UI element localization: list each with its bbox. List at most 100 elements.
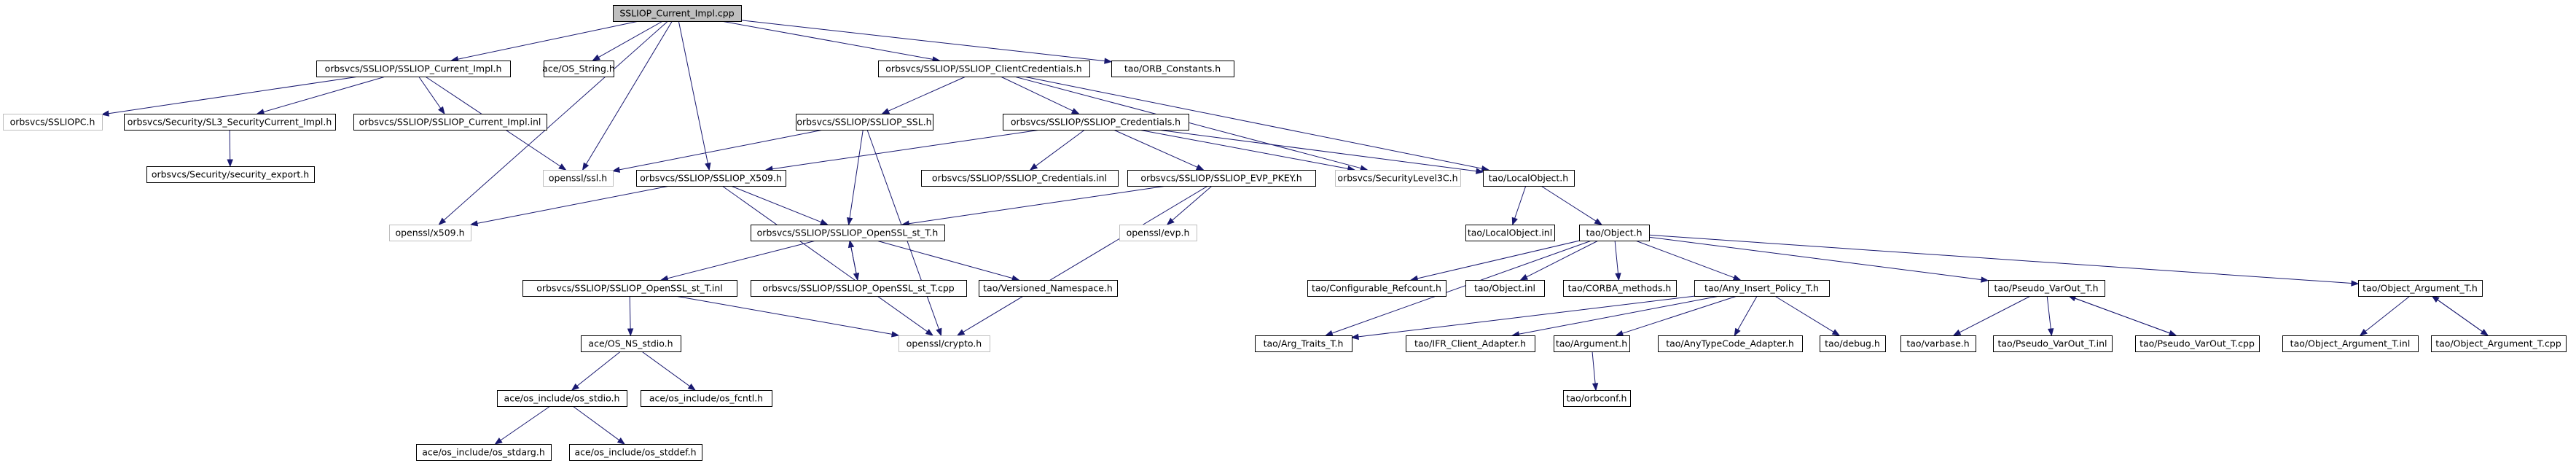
node-pseudo-varout-h[interactable]: tao/Pseudo_VarOut_T.h bbox=[1988, 280, 2105, 297]
node-box bbox=[613, 5, 742, 22]
node-obj-arg-inl[interactable]: tao/Object_Argument_T.inl bbox=[2282, 335, 2419, 352]
node-box bbox=[1554, 335, 1630, 352]
edge-cur_impl_h-to-ssliopc bbox=[101, 76, 359, 117]
node-orb-const[interactable]: tao/ORB_Constants.h bbox=[1111, 61, 1234, 77]
node-box bbox=[979, 280, 1118, 297]
edge-object_h-to-corba_methods bbox=[1614, 240, 1621, 281]
node-label: ace/OS_NS_stdio.h bbox=[588, 338, 673, 349]
node-conf-refcount[interactable]: tao/Configurable_Refcount.h bbox=[1307, 280, 1446, 297]
node-local-obj-inl[interactable]: tao/LocalObject.inl bbox=[1465, 225, 1555, 241]
node-argument-h[interactable]: tao/Argument.h bbox=[1554, 335, 1630, 352]
arrowhead bbox=[687, 384, 696, 391]
arrowhead bbox=[592, 54, 600, 61]
node-ifr-client[interactable]: tao/IFR_Client_Adapter.h bbox=[1406, 335, 1535, 352]
node-object-h[interactable]: tao/Object.h bbox=[1579, 225, 1650, 241]
edge-ssl_h-to-openssl_st_h bbox=[846, 129, 864, 226]
node-cred-h[interactable]: orbsvcs/SSLIOP/SSLIOP_Credentials.h bbox=[1003, 114, 1189, 131]
node-obj-arg-cpp[interactable]: tao/Object_Argument_T.cpp bbox=[2431, 335, 2567, 352]
edge-ace_ns_stdio-to-ace_os_stdio bbox=[571, 351, 621, 391]
arrowhead bbox=[890, 331, 900, 338]
arrowhead bbox=[925, 329, 934, 336]
arrowhead bbox=[820, 219, 829, 225]
node-sec-export[interactable]: orbsvcs/Security/security_export.h bbox=[146, 166, 315, 183]
node-sl3[interactable]: orbsvcs/Security/SL3_SecurityCurrent_Imp… bbox=[124, 114, 336, 131]
node-openssl-st-cpp[interactable]: orbsvcs/SSLIOP/SSLIOP_OpenSSL_st_T.cpp bbox=[751, 280, 967, 297]
node-obj-arg-h[interactable]: tao/Object_Argument_T.h bbox=[2358, 280, 2483, 297]
arrowhead bbox=[1519, 273, 1529, 281]
node-ace-os-fcntl[interactable]: ace/os_include/os_fcntl.h bbox=[641, 390, 772, 407]
node-root[interactable]: SSLIOP_Current_Impl.cpp bbox=[613, 5, 742, 22]
node-box bbox=[1563, 390, 1631, 407]
edge-x509_h-to-openssl_crypto bbox=[721, 185, 934, 336]
node-pseudo-varout-cpp[interactable]: tao/Pseudo_VarOut_T.cpp bbox=[2135, 335, 2260, 352]
node-box bbox=[3, 114, 103, 131]
node-anytypecode[interactable]: tao/AnyTypeCode_Adapter.h bbox=[1658, 335, 1803, 352]
node-label: orbsvcs/SSLIOP/SSLIOP_ClientCredentials.… bbox=[885, 63, 1081, 74]
node-label: orbsvcs/SSLIOP/SSLIOP_OpenSSL_st_T.inl bbox=[536, 283, 723, 294]
node-ace-os-stddef[interactable]: ace/os_include/os_stddef.h bbox=[569, 444, 702, 461]
node-ace-os-stdio[interactable]: ace/os_include/os_stdio.h bbox=[497, 390, 627, 407]
node-pseudo-varout-inl[interactable]: tao/Pseudo_VarOut_T.inl bbox=[1993, 335, 2113, 352]
node-label: openssl/crypto.h bbox=[907, 338, 982, 349]
node-local-obj-h[interactable]: tao/LocalObject.h bbox=[1483, 170, 1575, 187]
node-corba-methods[interactable]: tao/CORBA_methods.h bbox=[1563, 280, 1677, 297]
node-box bbox=[1579, 225, 1650, 241]
arrowhead bbox=[1325, 330, 1334, 336]
node-client-cred[interactable]: orbsvcs/SSLIOP/SSLIOP_ClientCredentials.… bbox=[878, 61, 1090, 77]
edge-pseudo_varout_h-to-varbase bbox=[1952, 295, 2031, 336]
node-ssl-h[interactable]: orbsvcs/SSLIOP/SSLIOP_SSL.h bbox=[796, 114, 933, 131]
node-box bbox=[1465, 280, 1545, 297]
node-label: orbsvcs/SSLIOP/SSLIOP_OpenSSL_st_T.cpp bbox=[762, 283, 955, 294]
edge-x509_h-to-openssl_x509 bbox=[469, 185, 670, 227]
arrowhead bbox=[956, 329, 966, 336]
node-openssl-st-inl[interactable]: orbsvcs/SSLIOP/SSLIOP_OpenSSL_st_T.inl bbox=[522, 280, 737, 297]
edge-evp_pkey-to-openssl_crypto bbox=[956, 185, 1208, 336]
node-box bbox=[569, 444, 702, 461]
arrowhead bbox=[2048, 328, 2054, 337]
edge-ace_ns_stdio-to-ace_os_fcntl bbox=[641, 351, 696, 391]
edge-root-to-ace_string bbox=[592, 20, 663, 61]
node-ace-os-stdarg[interactable]: ace/os_include/os_stdarg.h bbox=[416, 444, 552, 461]
node-box bbox=[2358, 280, 2483, 297]
node-ace-string[interactable]: ace/OS_String.h bbox=[542, 61, 615, 77]
node-openssl-st-h[interactable]: orbsvcs/SSLIOP/SSLIOP_OpenSSL_st_T.h bbox=[751, 225, 945, 241]
node-box bbox=[796, 114, 933, 131]
arrowhead bbox=[494, 437, 503, 445]
arrowhead bbox=[1592, 383, 1599, 392]
node-label: tao/Any_Insert_Policy_T.h bbox=[1704, 283, 1819, 294]
node-cred-inl[interactable]: orbsvcs/SSLIOP/SSLIOP_Credentials.inl bbox=[921, 170, 1119, 187]
node-openssl-crypto: openssl/crypto.h bbox=[899, 335, 990, 352]
node-cur-impl-inl[interactable]: orbsvcs/SSLIOP/SSLIOP_Current_Impl.inl bbox=[353, 114, 547, 131]
node-debug-h[interactable]: tao/debug.h bbox=[1820, 335, 1886, 352]
node-versioned-ns[interactable]: tao/Versioned_Namespace.h bbox=[979, 280, 1118, 297]
node-ace-ns-stdio[interactable]: ace/OS_NS_stdio.h bbox=[581, 335, 681, 352]
edge-cred_h-to-cred_inl bbox=[1029, 129, 1085, 171]
arrowhead bbox=[1734, 327, 1741, 337]
node-label: SSLIOP_Current_Impl.cpp bbox=[619, 8, 734, 19]
node-evp-pkey[interactable]: orbsvcs/SSLIOP/SSLIOP_EVP_PKEY.h bbox=[1127, 170, 1316, 187]
node-label: tao/ORB_Constants.h bbox=[1124, 63, 1221, 74]
edge-openssl_st_cpp-to-openssl_st_h bbox=[847, 239, 858, 281]
node-object-inl[interactable]: tao/Object.inl bbox=[1465, 280, 1545, 297]
node-box bbox=[2431, 335, 2567, 352]
edge-root-to-openssl_ssl bbox=[582, 20, 673, 171]
node-varbase[interactable]: tao/varbase.h bbox=[1900, 335, 1976, 352]
arrowhead bbox=[1029, 163, 1038, 171]
node-label: tao/Versioned_Namespace.h bbox=[983, 283, 1113, 294]
node-box bbox=[921, 170, 1119, 187]
node-label: tao/Pseudo_VarOut_T.cpp bbox=[2140, 338, 2255, 349]
node-label: tao/Object_Argument_T.inl bbox=[2290, 338, 2411, 349]
node-box bbox=[544, 61, 614, 77]
node-arg-traits[interactable]: tao/Arg_Traits_T.h bbox=[1255, 335, 1352, 352]
node-label: tao/Pseudo_VarOut_T.inl bbox=[1998, 338, 2107, 349]
node-orbconf[interactable]: tao/orbconf.h bbox=[1563, 390, 1631, 407]
node-x509-h[interactable]: orbsvcs/SSLIOP/SSLIOP_X509.h bbox=[636, 170, 786, 187]
node-box bbox=[353, 114, 547, 131]
node-any-insert[interactable]: tao/Any_Insert_Policy_T.h bbox=[1694, 280, 1830, 297]
arrowhead bbox=[1104, 58, 1113, 64]
edge-cred_h-to-sec_level bbox=[1138, 129, 1356, 172]
node-ssliopc: orbsvcs/SSLIOPC.h bbox=[3, 114, 103, 131]
node-cur-impl-h[interactable]: orbsvcs/SSLIOP/SSLIOP_Current_Impl.h bbox=[316, 61, 511, 77]
node-box bbox=[1255, 335, 1352, 352]
edge-sl3-to-sec_export bbox=[227, 129, 233, 168]
